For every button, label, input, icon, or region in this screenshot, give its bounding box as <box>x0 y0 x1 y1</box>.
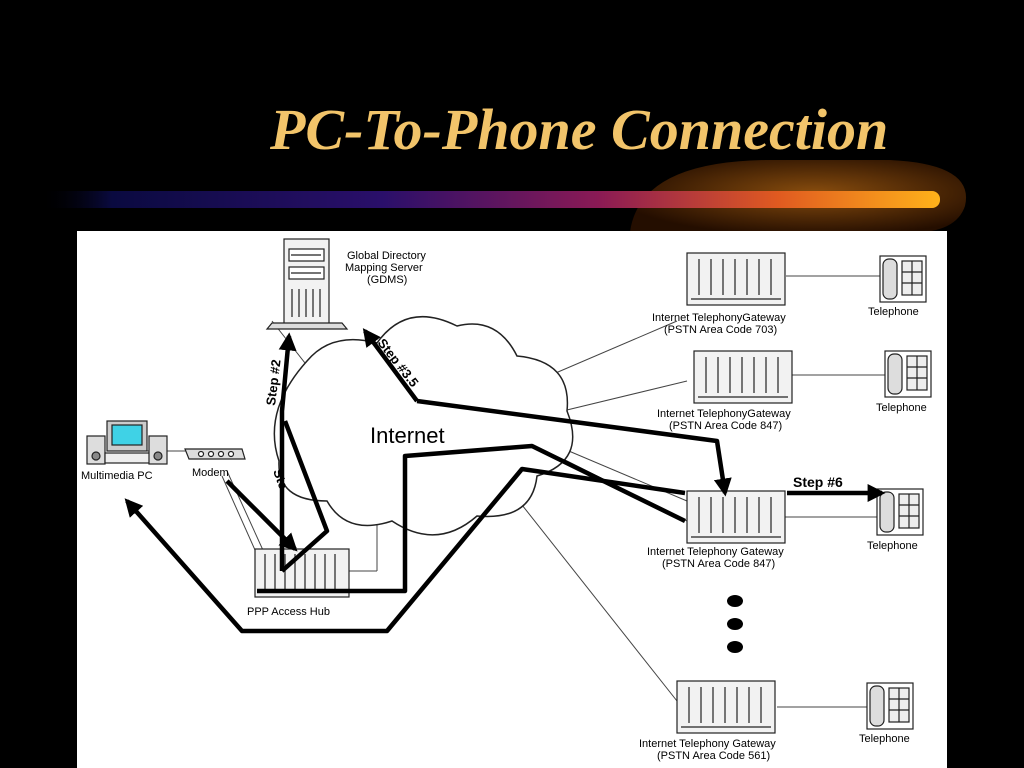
telephone-label-561: Telephone <box>859 733 910 745</box>
gateway-area-703: (PSTN Area Code 703) <box>664 324 777 336</box>
step6-label: Step #6 <box>793 474 843 490</box>
step1-arrow <box>225 479 298 552</box>
telephone-label-847-b: Telephone <box>867 540 918 552</box>
multimedia-pc-icon <box>86 420 168 465</box>
gateway-name-847-b: Internet Telephony Gateway <box>647 546 784 558</box>
slide-title: PC-To-Phone Connection <box>270 97 889 162</box>
gateway-area-561: (PSTN Area Code 561) <box>657 750 770 762</box>
gateway-name-703: Internet TelephonyGateway <box>652 312 786 324</box>
gdms-label-line-1: Global Directory <box>347 250 426 262</box>
gdms-label-line-3: (GDMS) <box>367 274 407 286</box>
multimedia-pc-label: Multimedia PC <box>81 470 153 482</box>
telephone-label-703: Telephone <box>868 306 919 318</box>
telephone-icon-847-a <box>884 350 932 398</box>
modem-label: Modem <box>192 467 229 479</box>
step35-arrow-to-gateway <box>416 398 732 497</box>
step-partial-label: Ste <box>270 467 291 491</box>
gateway-icon-847-b <box>686 490 786 544</box>
gateway-area-847-a: (PSTN Area Code 847) <box>669 420 782 432</box>
gdms-label-line-2: Mapping Server <box>345 262 423 274</box>
internet-label: Internet <box>370 423 445 448</box>
return-path-to-pc <box>124 466 686 634</box>
gateway-name-847-a: Internet TelephonyGateway <box>657 408 791 420</box>
gateway-icon-561 <box>676 680 776 734</box>
internet-cloud <box>273 315 574 536</box>
telephone-icon-561 <box>866 682 914 730</box>
step2-label: Step #2 <box>263 359 284 407</box>
step35-arrow-up <box>362 328 419 403</box>
more-gateways-ellipsis <box>727 595 743 653</box>
gateway-icon-703 <box>686 252 786 306</box>
telephone-icon-847-b <box>876 488 924 536</box>
gdms-server-icon <box>265 238 349 330</box>
step2-arrow <box>278 332 297 571</box>
title-decoration-bar <box>40 160 967 233</box>
hub-to-gateway-path <box>280 420 330 573</box>
telephone-label-847-a: Telephone <box>876 402 927 414</box>
telephone-icon-703 <box>879 255 927 303</box>
ppp-access-hub-label: PPP Access Hub <box>247 606 330 618</box>
network-diagram: Internet Global Directory Mapping Server… <box>77 231 947 768</box>
hub-outbound-path <box>257 443 686 594</box>
gateway-icon-847-a <box>693 350 793 404</box>
modem-icon <box>184 448 246 460</box>
gateway-area-847-b: (PSTN Area Code 847) <box>662 558 775 570</box>
gateway-name-561: Internet Telephony Gateway <box>639 738 776 750</box>
